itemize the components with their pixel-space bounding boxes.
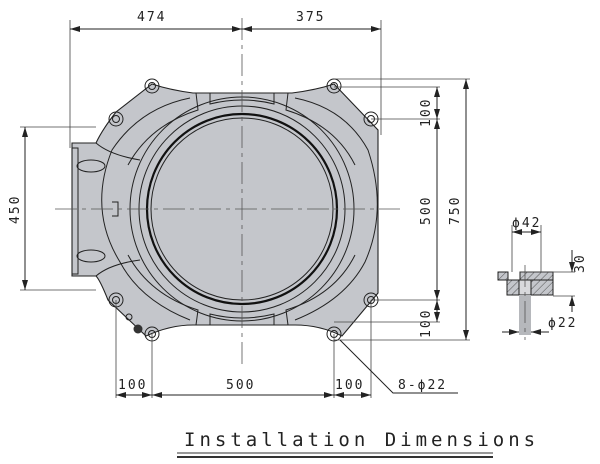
hole-callout: 8-ϕ22 xyxy=(398,378,447,393)
bolt-section-detail: ϕ42 30 ϕ22 xyxy=(497,216,588,340)
drawing-title: Installation Dimensions xyxy=(184,429,539,451)
dim-100-bottom-right: 100 xyxy=(335,378,364,393)
dim-100-bottom-left: 100 xyxy=(118,378,147,393)
dim-100-upper: 100 xyxy=(419,98,434,127)
dim-phi42: ϕ42 xyxy=(512,216,541,231)
dim-phi22: ϕ22 xyxy=(548,316,577,331)
dim-30: 30 xyxy=(573,253,588,273)
dim-500-horizontal: 500 xyxy=(226,378,255,393)
robot-base-body xyxy=(71,78,379,342)
dim-750: 750 xyxy=(448,196,463,225)
dim-100-lower: 100 xyxy=(419,309,434,338)
dim-500-vertical: 500 xyxy=(419,196,434,225)
dim-450: 450 xyxy=(8,195,23,224)
dim-474: 474 xyxy=(137,10,166,25)
dim-375: 375 xyxy=(296,10,325,25)
